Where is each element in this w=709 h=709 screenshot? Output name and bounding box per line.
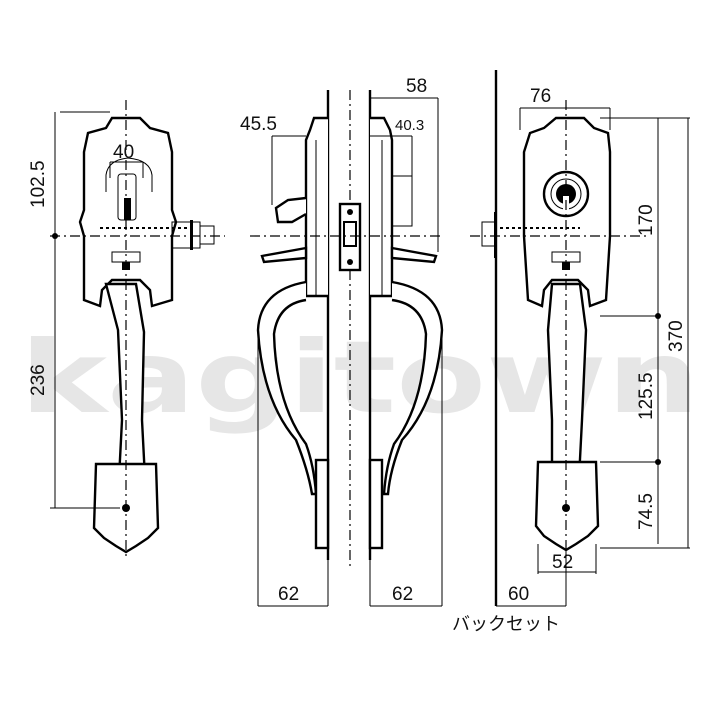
right-dim-60-text: 60: [508, 584, 529, 605]
right-dim-125-text: 125.5: [636, 372, 657, 420]
right-dim-76-text: 76: [530, 86, 551, 107]
center-dim-45-text: 45.5: [240, 114, 277, 135]
center-cylinder: [391, 175, 413, 227]
right-dim-node-a: [655, 313, 661, 319]
left-dim-102-text: 102.5: [28, 160, 49, 208]
center-bottom-plate-left: [314, 458, 330, 550]
right-dim-170-text: 170: [636, 204, 657, 236]
right-dim-52-text: 52: [552, 552, 573, 573]
left-latch-tip: [199, 225, 215, 245]
center-plate-screw-top: [347, 209, 353, 215]
right-latch-stub: [481, 221, 497, 247]
left-dim-40-text: 40: [113, 142, 134, 163]
right-dim-370-text: 370: [666, 320, 687, 352]
backset-label: バックセット: [452, 614, 560, 634]
right-dim-node-b: [655, 459, 661, 465]
left-front-view: 40 102.5 236: [28, 100, 225, 560]
left-dim-236-text: 236: [28, 364, 49, 396]
center-lever-right: [390, 246, 438, 264]
left-key-slot: [124, 198, 131, 220]
left-inner-frame: [105, 157, 153, 192]
left-latch-plate: [190, 220, 193, 250]
right-latch-plate: [494, 212, 497, 258]
center-dim-58-text: 58: [406, 76, 427, 97]
center-plate-screw-bottom: [347, 259, 353, 265]
left-dim-node: [52, 233, 58, 239]
center-bottom-plate-right: [368, 458, 384, 550]
center-left-escutcheon: [304, 116, 328, 298]
center-lever-left: [260, 246, 308, 264]
center-thumbturn: [274, 196, 307, 224]
center-dim-62l-text: 62: [278, 584, 299, 605]
center-latch-hole: [343, 221, 357, 247]
center-side-view: 45.5 58 40.3 62 62: [240, 76, 444, 607]
right-back-view: 76 170 125.5 74.5 370 52 60 バックセット: [452, 70, 690, 634]
left-latch-stub: [171, 221, 201, 249]
center-dim-40-3-text: 40.3: [395, 117, 424, 134]
center-right-escutcheon: [370, 116, 394, 298]
center-dim-62r-text: 62: [392, 584, 413, 605]
right-dim-74-text: 74.5: [636, 493, 657, 530]
center-handle-right: [382, 280, 444, 496]
